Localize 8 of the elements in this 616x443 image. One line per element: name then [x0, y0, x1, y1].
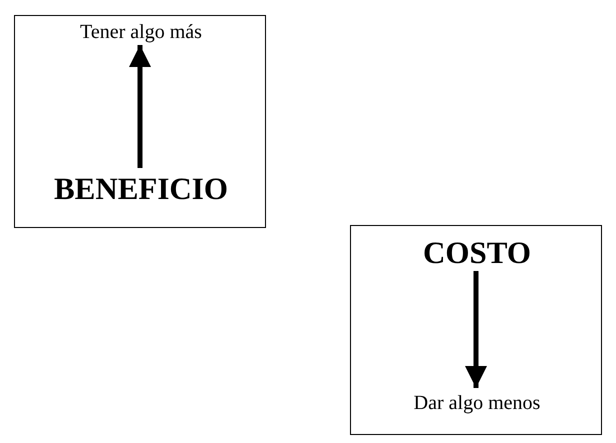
- frame-box: [14, 15, 266, 228]
- frame-box: [350, 225, 602, 435]
- text-label: Dar algo menos: [402, 389, 552, 417]
- text-label: Tener algo más: [71, 18, 211, 46]
- arrow: [465, 271, 487, 388]
- heading-label: COSTO: [417, 234, 537, 272]
- arrow: [129, 45, 151, 168]
- heading-label: BENEFICIO: [36, 169, 246, 209]
